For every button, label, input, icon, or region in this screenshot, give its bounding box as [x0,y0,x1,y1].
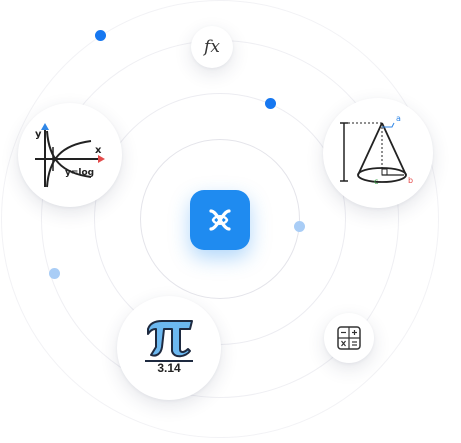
cone-label-a: a [396,114,401,123]
orbit-dot [294,221,305,232]
cone-label-c: c [374,177,378,186]
orbit-ring-outer [1,0,439,438]
cone-label-b: b [408,176,413,185]
log-graph-icon: y x y=log [35,123,105,188]
pi-underline [145,360,193,362]
cone-bubble: a b c [323,98,433,208]
orbit-dot [49,268,60,279]
graph-bubble: y x y=log [18,103,122,207]
function-bubble: fx [191,26,233,68]
pi-value: 3.14 [157,361,181,375]
orbit-ring-inner [140,139,300,299]
cone-geometry-icon: a b c [340,114,413,186]
function-icon: fx [204,37,220,57]
graph-y-label: y [35,129,42,140]
pi-icon: 3.14 [142,317,196,375]
app-logo-icon [209,209,231,231]
orbit-dot [95,30,106,41]
app-logo[interactable] [190,190,250,250]
graph-equation: y=log [65,168,94,178]
calculator-icon [337,326,361,350]
orbit-dot [265,98,276,109]
graph-x-label: x [95,145,102,156]
pi-bubble: 3.14 [117,296,221,400]
pi-symbol-icon [147,320,193,358]
calculator-bubble [324,313,374,363]
